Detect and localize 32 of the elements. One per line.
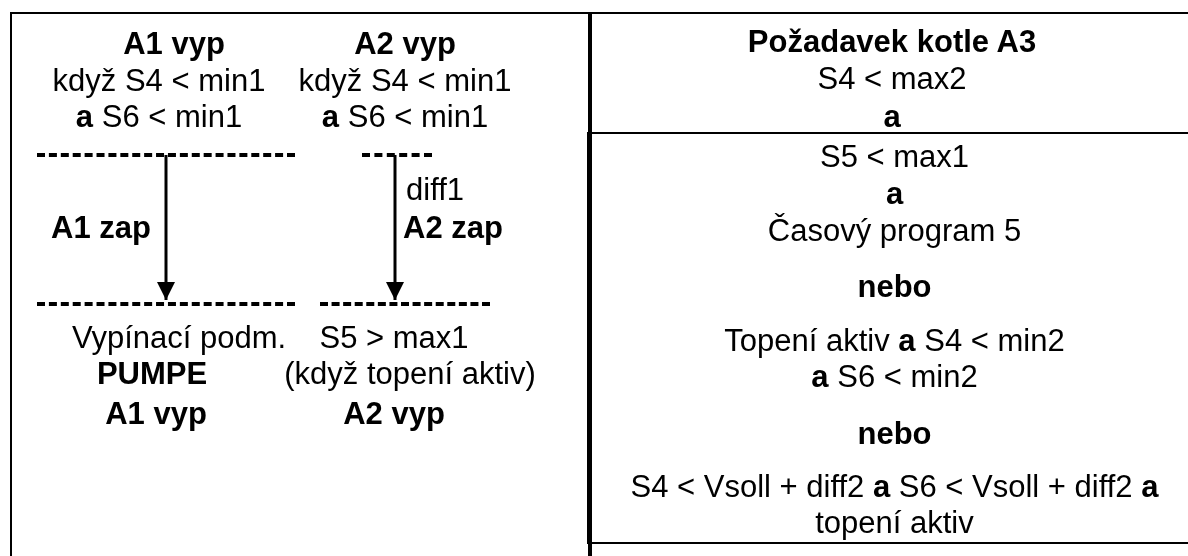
- condition-text: S4 < max2: [816, 61, 968, 97]
- condition-text: S5 > max1: [318, 320, 470, 356]
- state-label: A2 zap: [403, 210, 503, 246]
- pump-label: PUMPE: [95, 356, 209, 392]
- heading-text: Požadavek kotle A3: [746, 24, 1038, 60]
- state-label: A2 vyp: [353, 26, 457, 62]
- condition-text: když S4 < min1 a S6 < min1: [297, 63, 513, 135]
- dashed-line: [37, 153, 295, 157]
- panel-box: [587, 132, 1188, 544]
- condition-text: (když topení aktiv): [283, 356, 537, 392]
- condition-text: Časový program 5: [766, 213, 1023, 249]
- condition-text: Topení aktiv a S4 < min2 a S6 < min2: [723, 323, 1066, 395]
- state-label: A1 zap: [51, 210, 151, 246]
- panel-box: [10, 12, 590, 556]
- dashed-line: [362, 153, 432, 157]
- operator-text: a: [882, 99, 902, 135]
- state-label: A1 vyp: [104, 396, 208, 432]
- arrow: [386, 155, 404, 300]
- operator-text: nebo: [856, 416, 933, 452]
- operator-text: a: [884, 176, 905, 212]
- dashed-line: [37, 302, 295, 306]
- condition-text: S5 < max1: [818, 139, 971, 175]
- hysteresis-label: diff1: [406, 172, 465, 208]
- condition-text: Vypínací podm.: [70, 320, 288, 356]
- state-label: A1 vyp: [122, 26, 226, 62]
- condition-text: když S4 < min1 a S6 < min1: [51, 63, 267, 135]
- arrow: [157, 155, 175, 300]
- panel-box: [590, 12, 1188, 556]
- condition-text: S4 < Vsoll + diff2 a S6 < Vsoll + diff2 a topení aktiv: [629, 469, 1160, 541]
- dashed-line: [320, 302, 490, 306]
- operator-text: nebo: [856, 269, 933, 305]
- state-label: A2 vyp: [342, 396, 446, 432]
